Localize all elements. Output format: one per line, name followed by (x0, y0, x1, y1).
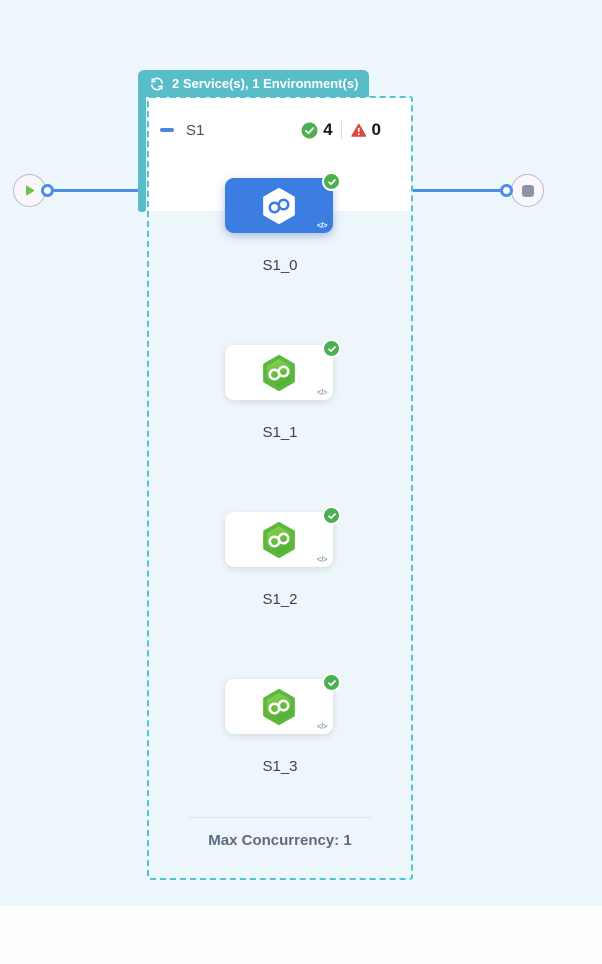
end-node[interactable] (511, 174, 544, 207)
step-label: S1_1 (262, 424, 298, 441)
error-count: 0 (371, 120, 381, 139)
stage-header-row[interactable]: S1 4 0 (149, 116, 411, 144)
edge-start-to-stage (49, 189, 140, 192)
matrix-group-container (147, 96, 413, 880)
code-icon: </> (316, 388, 328, 397)
play-icon (22, 183, 37, 198)
success-check-icon (301, 122, 318, 139)
edge-connector-ring-left (41, 184, 54, 197)
step-node-s1-0[interactable]: </> (225, 172, 341, 233)
group-accent-strip (138, 96, 146, 212)
success-badge (322, 673, 341, 692)
step-node-s1-1[interactable]: </> (225, 339, 341, 400)
step-label: S1_0 (262, 257, 298, 274)
edge-connector-ring-right (500, 184, 513, 197)
loop-icon (149, 76, 165, 92)
service-hexagon-icon (260, 688, 298, 726)
step-node-s1-2[interactable]: </> (225, 506, 341, 567)
services-environments-badge[interactable]: 2 Service(s), 1 Environment(s) (138, 70, 370, 97)
error-warning-icon (350, 122, 367, 139)
step-node-s1-3[interactable]: </> (225, 673, 341, 734)
service-hexagon-icon (260, 187, 298, 225)
bottom-strip (0, 906, 602, 964)
code-icon: </> (316, 221, 328, 230)
success-badge (322, 172, 341, 191)
stop-icon (521, 184, 534, 197)
footer-divider (189, 817, 371, 818)
step-label: S1_3 (262, 758, 298, 775)
count-divider (340, 120, 342, 140)
success-count: 4 (323, 120, 333, 139)
collapse-minus-icon[interactable] (160, 128, 174, 132)
success-badge (322, 339, 341, 358)
step-label: S1_2 (262, 591, 298, 608)
success-badge (322, 506, 341, 525)
max-concurrency-label: Max Concurrency: 1 (208, 832, 352, 849)
service-hexagon-icon (260, 521, 298, 559)
services-environments-label: 2 Service(s), 1 Environment(s) (172, 76, 359, 91)
service-hexagon-icon (260, 354, 298, 392)
stage-name: S1 (186, 121, 205, 139)
edge-stage-to-end (413, 189, 504, 192)
code-icon: </> (316, 722, 328, 731)
code-icon: </> (316, 555, 328, 564)
start-node[interactable] (13, 174, 46, 207)
